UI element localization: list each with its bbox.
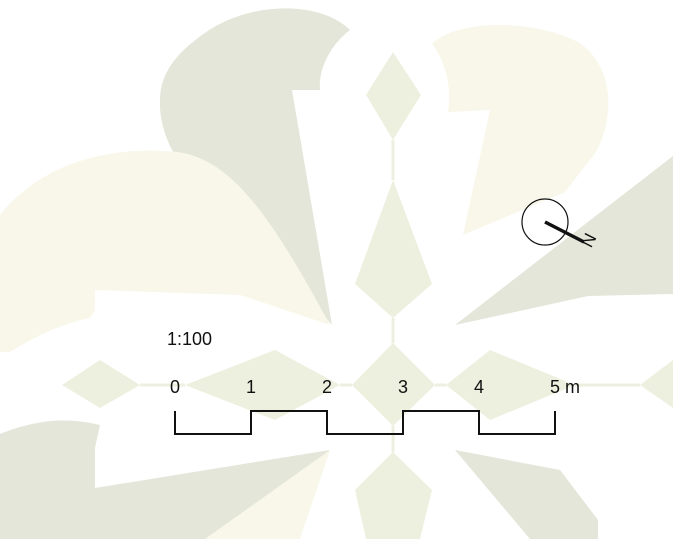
petal-top-right	[432, 24, 609, 236]
scale-ratio-label: 1:100	[167, 329, 212, 349]
scale-tick-labels: 0 1 2 3 4 5 m	[170, 377, 580, 397]
kite-upper	[355, 180, 432, 318]
scale-tick-label: 5 m	[550, 377, 580, 397]
north-arrow-circle	[521, 198, 569, 246]
petal-left	[0, 150, 330, 352]
scale-tick-label: 0	[170, 377, 180, 397]
petal-bottom-right	[455, 450, 598, 539]
scale-bar: 1:100 0 1 2 3 4 5 m	[167, 329, 580, 435]
kite-left-near	[185, 350, 340, 420]
kite-right-far	[640, 360, 673, 408]
scale-tick-label: 4	[474, 377, 484, 397]
kite-bottom	[355, 452, 432, 539]
kite-group	[62, 52, 673, 539]
kite-top	[366, 52, 421, 140]
kite-right-near	[446, 350, 575, 420]
kite-left-far	[62, 360, 140, 408]
scale-bar-line	[174, 410, 556, 435]
kite-center	[352, 343, 435, 426]
petal-group	[0, 8, 673, 539]
connector-lines	[140, 140, 640, 452]
scale-tick-label: 3	[398, 377, 408, 397]
scale-tick-label: 2	[322, 377, 332, 397]
petal-top-left	[159, 8, 350, 325]
petal-right	[455, 156, 673, 325]
scale-tick-label: 1	[246, 377, 256, 397]
north-arrow-needle	[544, 220, 585, 244]
petal-bottom-mid	[205, 450, 330, 539]
